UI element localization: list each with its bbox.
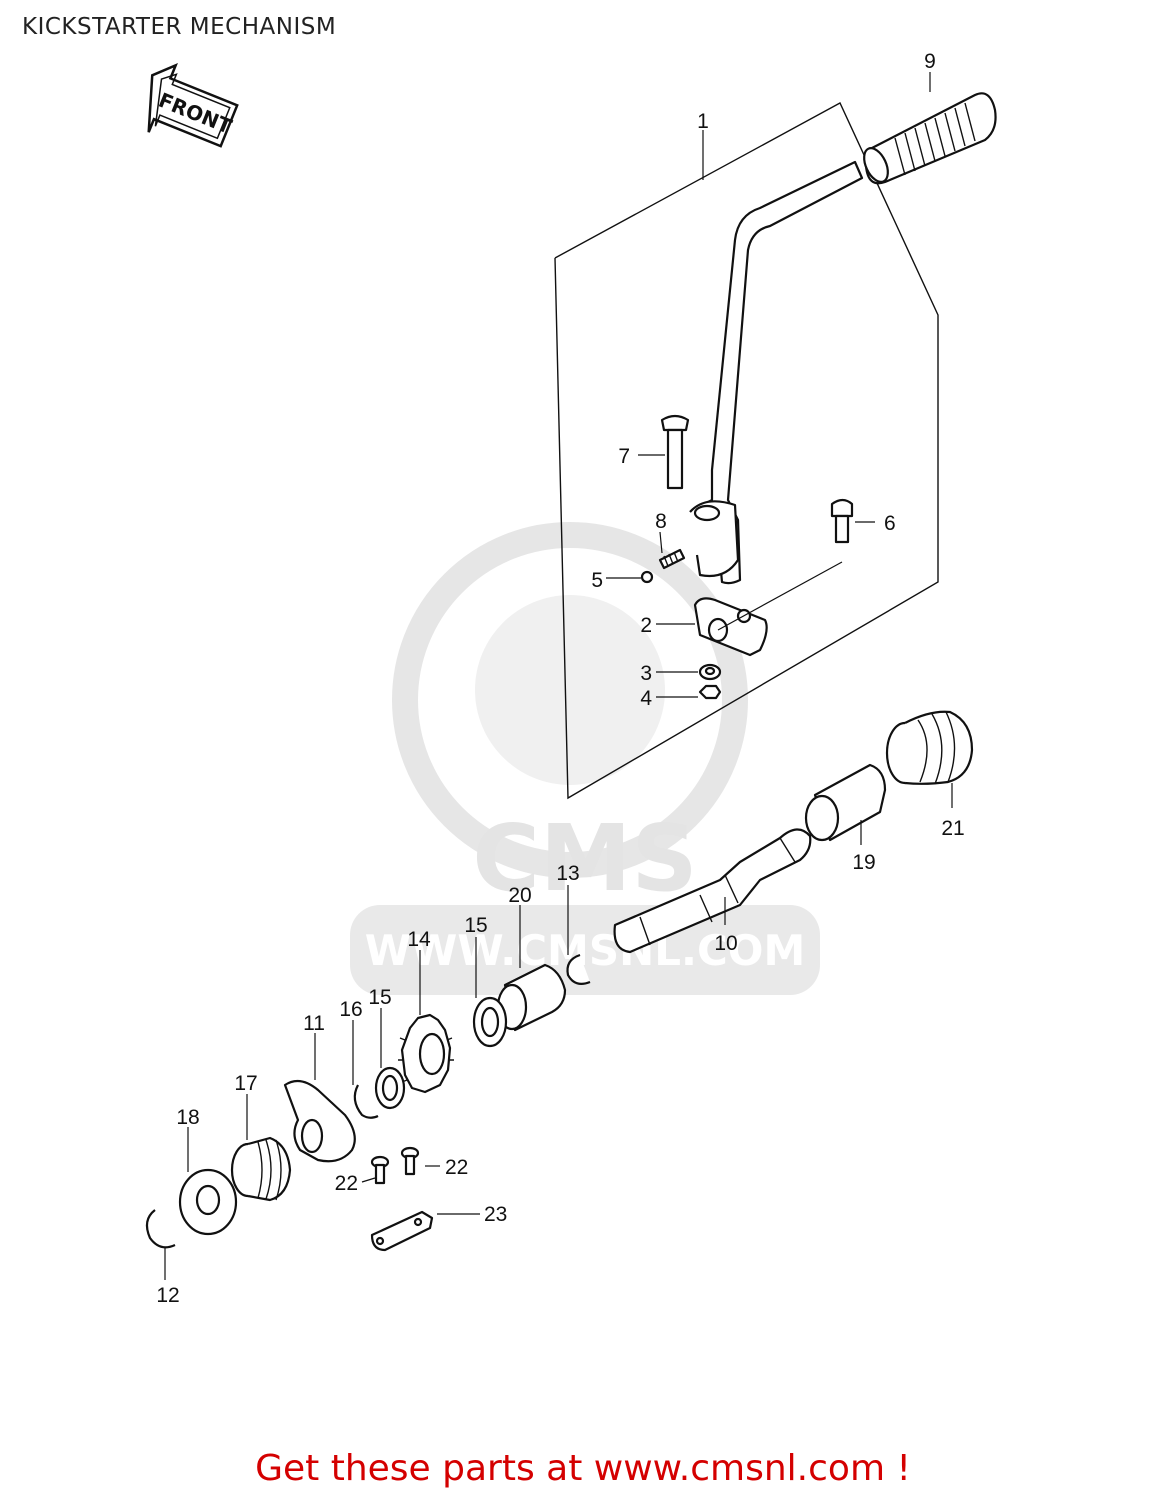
lever-boss xyxy=(693,597,768,657)
end-circlip xyxy=(145,1209,176,1249)
watermark-url: WWW.CMSNL.COM xyxy=(365,926,806,975)
callout-16: 16 xyxy=(339,998,362,1021)
callout-2: 2 xyxy=(640,614,652,637)
callout-15-lower: 15 xyxy=(368,986,391,1009)
callout-8: 8 xyxy=(655,510,667,533)
callout-5: 5 xyxy=(591,569,603,592)
diagram-title: KICKSTARTER MECHANISM xyxy=(22,14,337,40)
spring-guide-sleeve xyxy=(804,763,887,842)
thrust-washer-lower xyxy=(374,1066,406,1110)
detent-spring xyxy=(658,548,686,570)
cms-watermark: CMS WWW.CMSNL.COM xyxy=(350,522,820,995)
callout-12: 12 xyxy=(156,1284,179,1307)
front-arrow-icon: FRONT xyxy=(147,63,239,148)
callout-17: 17 xyxy=(234,1072,257,1095)
callout-19: 19 xyxy=(852,851,875,874)
thrust-washer-upper xyxy=(472,996,508,1048)
return-spring xyxy=(885,710,974,785)
callout-1: 1 xyxy=(697,110,709,133)
callout-7: 7 xyxy=(618,445,630,468)
callout-leaders xyxy=(164,72,953,1280)
callout-4: 4 xyxy=(640,687,652,710)
callout-9: 9 xyxy=(924,50,936,73)
gear-circlip xyxy=(353,1084,379,1119)
callout-22-right: 22 xyxy=(445,1156,468,1179)
pivot-bolt xyxy=(660,414,690,490)
detent-ball xyxy=(640,570,654,584)
stop-screw-a xyxy=(370,1155,390,1185)
stop-plate xyxy=(370,1210,434,1252)
watermark-brand: CMS xyxy=(472,805,697,912)
callout-13: 13 xyxy=(556,862,579,885)
clamp-nut xyxy=(698,684,722,700)
ratchet-spring xyxy=(230,1136,292,1202)
callout-10: 10 xyxy=(714,932,737,955)
kick-shaft xyxy=(613,828,812,954)
callout-20: 20 xyxy=(508,884,531,907)
callout-14: 14 xyxy=(407,928,431,951)
callout-labels: 9 1 7 8 5 6 2 3 4 21 19 10 13 20 15 14 1… xyxy=(156,50,964,1307)
callout-21: 21 xyxy=(941,817,964,840)
callout-23: 23 xyxy=(484,1203,507,1226)
callout-22-left: 22 xyxy=(335,1172,358,1195)
callout-15-upper: 15 xyxy=(464,914,487,937)
clamp-bolt xyxy=(830,498,854,544)
callout-18: 18 xyxy=(176,1106,199,1129)
callout-11: 11 xyxy=(303,1012,325,1035)
footer-link[interactable]: Get these parts at www.cmsnl.com ! xyxy=(255,1448,911,1489)
kick-rubber-grip xyxy=(863,92,997,185)
spring-holder xyxy=(178,1168,238,1236)
callout-3: 3 xyxy=(640,662,652,685)
ratchet-plate xyxy=(283,1079,356,1163)
clamp-washer xyxy=(698,663,722,681)
kick-gear xyxy=(398,1013,454,1094)
callout-6: 6 xyxy=(884,512,896,535)
kick-lever-arm xyxy=(689,160,864,585)
lever-assembly-outline xyxy=(554,102,939,800)
shaft-circlip xyxy=(566,953,591,985)
stop-screw-b xyxy=(400,1146,420,1176)
